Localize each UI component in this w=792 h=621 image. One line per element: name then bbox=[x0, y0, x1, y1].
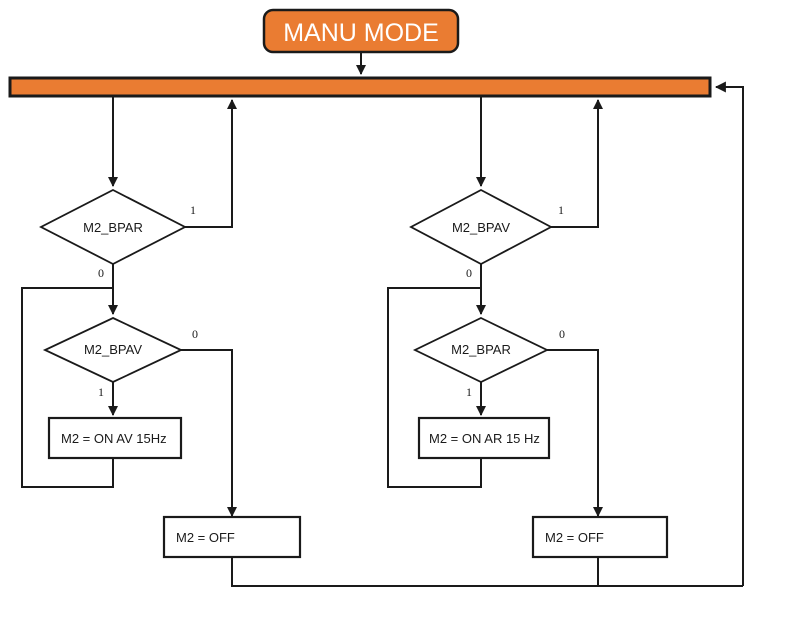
right-off-shape bbox=[531, 515, 669, 559]
bus-bar bbox=[8, 76, 712, 98]
left-action-label: M2 = ON AV 15Hz bbox=[61, 431, 167, 446]
left-decision2-node[interactable]: M2_BPAV bbox=[42, 317, 184, 383]
left-decision1-true-label: 1 bbox=[190, 203, 196, 217]
right-decision2-node[interactable]: M2_BPAR bbox=[412, 316, 550, 384]
right-decision2-false-label: 0 bbox=[559, 327, 565, 341]
edge-left-action-loopback bbox=[21, 287, 114, 488]
edge-return-to-bus bbox=[714, 81, 744, 586]
right-decision2-label: M2_BPAR bbox=[451, 342, 511, 357]
right-decision2-true-label: 1 bbox=[466, 385, 472, 399]
left-decision1-false-label: 0 bbox=[98, 266, 104, 280]
left-decision1-node[interactable]: M2_BPAR bbox=[39, 188, 187, 266]
right-action-node[interactable]: M2 = ON AR 15 Hz bbox=[417, 416, 551, 460]
edge-right-decision1-true-to-bus bbox=[551, 99, 603, 228]
left-decision2-true-label: 1 bbox=[98, 385, 104, 399]
left-decision2-false-label: 0 bbox=[192, 327, 198, 341]
edge-left-decision2-false-to-off bbox=[181, 349, 237, 517]
right-decision1-node[interactable]: M2_BPAV bbox=[409, 188, 553, 266]
start-node[interactable]: MANU MODE bbox=[262, 8, 460, 54]
right-off-label: M2 = OFF bbox=[545, 530, 604, 545]
right-decision1-true-label: 1 bbox=[558, 203, 564, 217]
right-off-node[interactable]: M2 = OFF bbox=[531, 515, 669, 559]
edge-right-action-loopback bbox=[387, 287, 482, 488]
right-action-shape bbox=[417, 416, 551, 460]
right-action-label: M2 = ON AR 15 Hz bbox=[429, 431, 540, 446]
right-decision1-label: M2_BPAV bbox=[452, 220, 510, 235]
left-off-node[interactable]: M2 = OFF bbox=[162, 515, 302, 559]
edge-left-decision1-true-to-bus bbox=[185, 99, 237, 228]
left-action-shape bbox=[47, 416, 183, 460]
right-decision1-false-label: 0 bbox=[466, 266, 472, 280]
edge-left-off-to-return-rail bbox=[231, 557, 743, 587]
left-decision1-label: M2_BPAR bbox=[83, 220, 143, 235]
start-node-label: MANU MODE bbox=[283, 19, 439, 47]
left-decision2-label: M2_BPAV bbox=[84, 342, 142, 357]
edge-right-decision2-false-to-off bbox=[547, 349, 603, 517]
left-action-node[interactable]: M2 = ON AV 15Hz bbox=[47, 416, 183, 460]
left-off-label: M2 = OFF bbox=[176, 530, 235, 545]
left-off-shape bbox=[162, 515, 302, 559]
